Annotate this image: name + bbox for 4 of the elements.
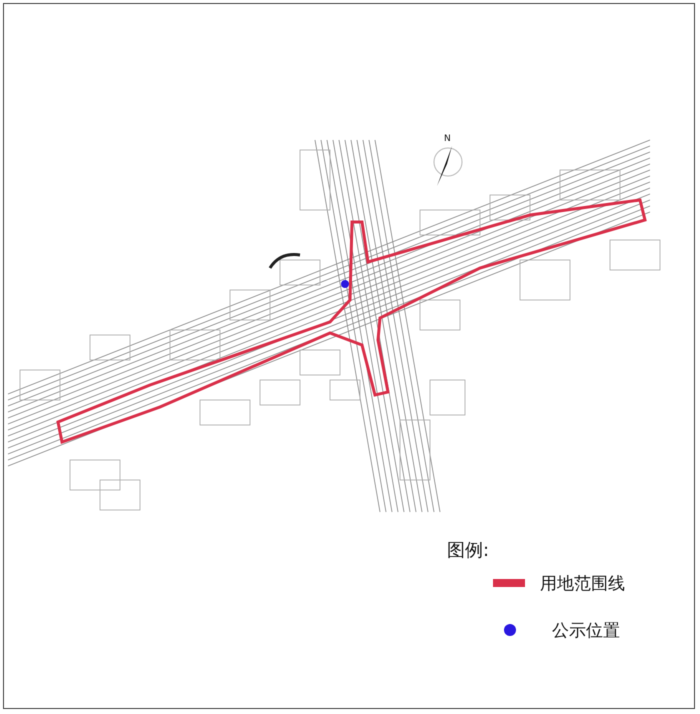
legend-label: 公示位置: [552, 620, 620, 642]
legend-title: 图例:: [447, 539, 490, 562]
north-label: N: [444, 134, 451, 144]
legend-label: 用地范围线: [540, 573, 625, 595]
